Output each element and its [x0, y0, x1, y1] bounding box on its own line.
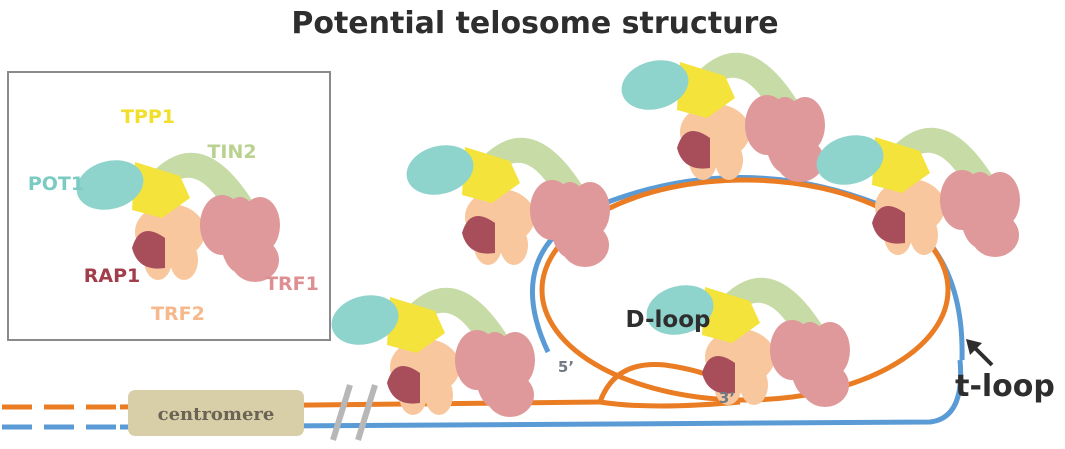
- legend-label-rap1: RAP1: [84, 265, 140, 287]
- three-prime-label: 3’: [719, 389, 735, 407]
- t-loop-label: t-loop: [955, 369, 1055, 404]
- d-loop-label: D-loop: [625, 307, 710, 333]
- break-marks: [330, 384, 378, 441]
- centromere-block: [128, 390, 304, 436]
- telosome-complex-1: [325, 287, 535, 417]
- telosome-complex-5: [640, 277, 850, 407]
- legend-label-trf2: TRF2: [151, 303, 205, 325]
- diagram-title: Potential telosome structure: [291, 6, 778, 41]
- legend-label-pot1: POT1: [28, 173, 84, 195]
- telosome-complex-3: [615, 52, 825, 182]
- five-prime-label: 5’: [558, 358, 574, 376]
- legend-label-tin2: TIN2: [207, 141, 256, 163]
- t-loop-arrow-icon: [966, 339, 994, 367]
- telosome-complex-2: [400, 137, 610, 267]
- legend-label-tpp1: TPP1: [121, 106, 175, 128]
- centromere-label: centromere: [158, 404, 275, 425]
- legend-label-trf1: TRF1: [265, 273, 319, 295]
- blue-strand: [119, 359, 964, 430]
- orange-3prime-tail: [599, 399, 741, 409]
